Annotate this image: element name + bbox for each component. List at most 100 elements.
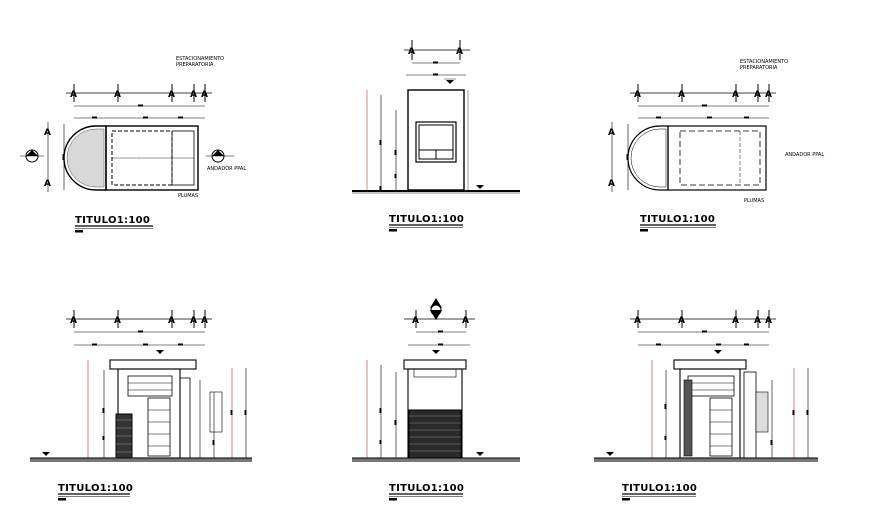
axis-label: A: [754, 90, 761, 100]
note-barriers: PLUMAS: [744, 198, 764, 204]
view-title: TITULO1:100: [75, 215, 150, 226]
north-marker: [430, 298, 442, 320]
dimension-line: [408, 330, 470, 346]
svg-text:◦: ◦: [138, 158, 140, 161]
note-walkway: ANDADOR PPAL: [785, 152, 824, 158]
axis-marker: A: [70, 310, 77, 328]
roof-outline: [627, 125, 767, 191]
axis-label: A: [408, 47, 415, 57]
section-marker: [20, 149, 234, 163]
axis-marker: A: [201, 84, 208, 102]
axis-row: A A A A A: [66, 84, 212, 102]
ground-line: [594, 452, 818, 462]
axis-label: A: [70, 90, 77, 100]
axis-label: A: [462, 316, 469, 326]
view-title: TITULO1:100: [389, 483, 464, 494]
view-floor-plan: ESTACIONAMIENTO PREPARATORIA A A A A A A…: [20, 56, 246, 233]
axis-marker: A: [412, 310, 419, 328]
view-front-elevation: A A TITULO1:100: [352, 40, 520, 232]
elevation-booth: [673, 359, 769, 459]
drawing-title: TITULO1:100: [75, 215, 153, 233]
axis-marker: A: [732, 84, 739, 102]
axis-label: A: [412, 316, 419, 326]
axis-marker: A: [765, 310, 772, 328]
note-parking-line1: ESTACIONAMIENTO: [176, 56, 224, 62]
axis-label: A: [608, 179, 615, 189]
axis-marker: A: [634, 310, 641, 328]
note-parking-line1: ESTACIONAMIENTO: [740, 59, 788, 65]
axis-row: A A: [404, 310, 475, 328]
elevation-booth: [403, 359, 467, 459]
note-parking-line2: PREPARATORIA: [740, 65, 778, 71]
drawing-title: TITULO1:100: [389, 483, 464, 501]
drawing-title: TITULO1:100: [622, 483, 697, 501]
axis-marker: A: [634, 84, 641, 102]
axis-label: A: [678, 316, 685, 326]
axis-label: A: [114, 316, 121, 326]
axis-label: A: [168, 316, 175, 326]
axis-label: A: [190, 90, 197, 100]
axis-label: A: [456, 47, 463, 57]
axis-marker: A: [462, 310, 469, 328]
drawing-title: TITULO1:100: [389, 214, 464, 232]
ground-line: [30, 452, 252, 462]
axis-marker: A: [765, 84, 772, 102]
view-roof-plan: ESTACIONAMIENTO PREPARATORIA A A A A A A…: [608, 59, 824, 232]
axis-marker: A: [201, 310, 208, 328]
level-marker: [714, 350, 722, 354]
axis-marker: A: [70, 84, 77, 102]
axis-label: A: [114, 90, 121, 100]
view-rear-elevation: A A TITULO1:100: [352, 298, 520, 501]
view-title: TITULO1:100: [640, 214, 715, 225]
axis-label: A: [732, 316, 739, 326]
view-title: TITULO1:100: [389, 214, 464, 225]
axis-label: A: [608, 128, 615, 138]
axis-label: A: [765, 90, 772, 100]
axis-label: A: [70, 316, 77, 326]
side-axis: A A: [608, 122, 629, 192]
ground-line: [352, 185, 520, 194]
elevation-booth: [407, 89, 465, 191]
axis-marker: A: [114, 310, 121, 328]
axis-marker: A: [678, 310, 685, 328]
note-barriers: PLUMAS: [178, 193, 198, 199]
axis-marker: A: [190, 310, 197, 328]
dimension-line: [638, 104, 769, 119]
axis-marker: A: [168, 310, 175, 328]
level-marker: [156, 350, 164, 354]
axis-label: A: [754, 316, 761, 326]
view-side-elevation-left: A A A A A: [30, 310, 252, 501]
elevation-booth: [109, 359, 223, 459]
dimension-line: [406, 61, 466, 76]
view-title: TITULO1:100: [58, 483, 133, 494]
ground-line: [352, 452, 520, 462]
height-dimensions: [366, 360, 397, 458]
axis-marker: A: [408, 40, 415, 60]
axis-label: A: [44, 179, 51, 189]
axis-label: A: [634, 90, 641, 100]
plan-booth: ◦: [63, 125, 199, 191]
view-side-elevation-right: A A A A A: [594, 310, 818, 501]
axis-marker: A: [678, 84, 685, 102]
dimension-line: [74, 104, 205, 119]
height-dimensions: [87, 360, 247, 458]
note-parking-line2: PREPARATORIA: [176, 62, 214, 68]
view-title: TITULO1:100: [622, 483, 697, 494]
level-marker: [444, 78, 456, 84]
height-dimensions: [366, 90, 469, 190]
dimension-line: [638, 330, 769, 346]
axis-marker: A: [190, 84, 197, 102]
axis-marker: A: [168, 84, 175, 102]
drawing-title: TITULO1:100: [58, 483, 133, 501]
axis-label: A: [634, 316, 641, 326]
level-marker: [432, 350, 440, 354]
axis-marker: A: [732, 310, 739, 328]
drawing-title: TITULO1:100: [640, 214, 716, 232]
axis-label: A: [678, 90, 685, 100]
axis-row: A A A A A: [66, 310, 212, 328]
axis-label: A: [765, 316, 772, 326]
axis-marker: A: [754, 310, 761, 328]
axis-label: A: [190, 316, 197, 326]
side-axis: A A: [44, 122, 65, 192]
